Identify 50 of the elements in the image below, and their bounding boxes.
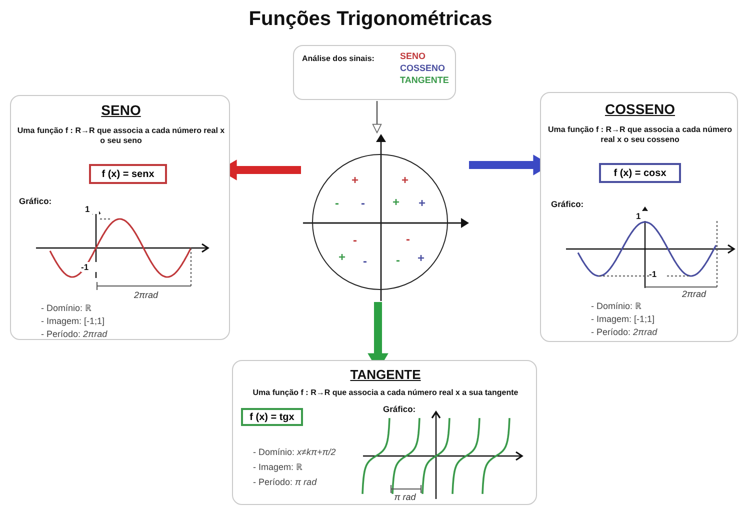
period-label: 2πrad — [680, 289, 708, 300]
sign-symbol: + — [417, 196, 426, 210]
formula-box: f (x) = senx — [89, 164, 167, 184]
function-name: TANGENTE — [400, 75, 450, 86]
label-text: Análise dos sinais: — [302, 54, 376, 64]
list-item: - Domínio: ℝ — [41, 303, 92, 314]
period-label: 2πrad — [132, 290, 160, 301]
axis-label: 1 — [636, 211, 650, 222]
list-item: - Período: 2πrad — [41, 329, 108, 340]
sign-symbol: + — [416, 251, 426, 266]
sign-symbol: + — [391, 195, 400, 210]
sign-symbol: - — [405, 232, 411, 246]
sign-symbol: - — [360, 196, 366, 210]
axis-label: -1 — [81, 262, 97, 272]
description-text: Uma função f : R→R que associa a cada número real x o seu seno — [16, 126, 226, 146]
period-label: π rad — [393, 492, 417, 503]
description-text: Uma função f : R→R que associa a cada número real x o seu cosseno — [546, 125, 734, 144]
description-text: Uma função f : R→R que associa a cada número real x a sua tangente — [252, 388, 520, 398]
list-item: - Período: 2πrad — [591, 327, 658, 338]
card-title: COSSENO — [604, 101, 676, 118]
list-item: - Domínio: x≠kπ+π/2 — [253, 447, 337, 458]
signs-box — [293, 45, 456, 100]
list-item: - Imagem: ℝ — [253, 462, 304, 473]
card-title: TANGENTE — [349, 367, 422, 383]
sign-symbol: + — [350, 173, 360, 188]
list-item: - Período: π rad — [253, 477, 318, 488]
function-name: COSSENO — [400, 63, 446, 74]
axis-label: -1 — [649, 269, 665, 280]
function-name: SENO — [400, 51, 427, 62]
sign-symbol: - — [362, 254, 368, 268]
sign-symbol: - — [352, 233, 358, 248]
section-label: Gráfico: — [383, 404, 417, 414]
sign-symbol: + — [400, 173, 410, 188]
function-card — [540, 92, 738, 342]
card-title: SENO — [100, 102, 142, 119]
sign-symbol: - — [395, 253, 401, 268]
axis-label: 1 — [85, 204, 99, 214]
list-item: - Imagem: [-1;1] — [591, 314, 656, 325]
page-title: Funções Trigonométricas — [248, 8, 494, 31]
sign-symbol: - — [334, 196, 340, 210]
function-card — [10, 95, 230, 340]
formula-box: f (x) = tgx — [241, 408, 303, 426]
sign-symbol: + — [337, 250, 346, 264]
formula-box: f (x) = cosx — [599, 163, 681, 183]
function-card — [232, 360, 537, 505]
list-item: - Domínio: ℝ — [591, 301, 642, 312]
section-label: Gráfico: — [19, 196, 53, 206]
list-item: - Imagem: [-1;1] — [41, 316, 106, 327]
arrow — [372, 101, 382, 134]
section-label: Gráfico: — [551, 199, 585, 210]
